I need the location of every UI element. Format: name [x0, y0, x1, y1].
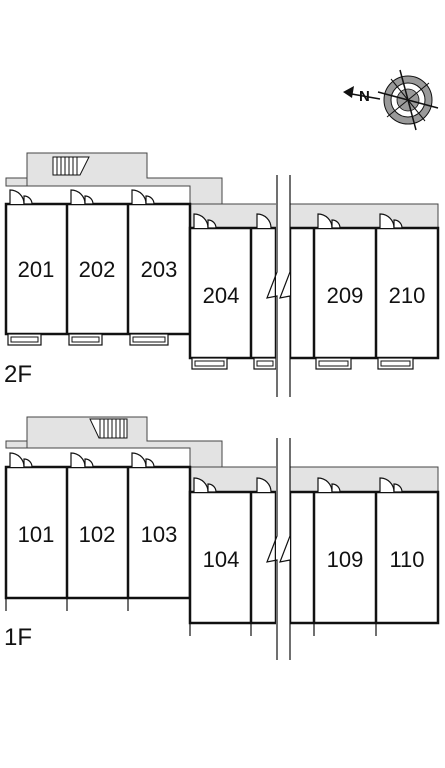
room-101: 101: [18, 522, 55, 547]
floor-2f: 201 202 203 204 209 210 2F: [4, 152, 440, 397]
terrace-fences-1f: [5, 597, 438, 636]
room-210: 210: [389, 283, 426, 308]
break-line-1f: [266, 438, 291, 660]
room-203: 203: [141, 257, 178, 282]
balconies-2f: [7, 333, 414, 370]
room-104: 104: [203, 547, 240, 572]
room-204: 204: [203, 283, 240, 308]
floor-1f: 101 102 103 104 109 110 1F: [4, 416, 440, 660]
floor-label-1f: 1F: [4, 624, 32, 651]
room-102: 102: [79, 522, 116, 547]
room-201: 201: [18, 257, 55, 282]
unit-block-right-1f: [288, 490, 440, 625]
stairs-1f: [89, 418, 128, 439]
doors-2f: [9, 189, 403, 229]
floor-label-2f: 2F: [4, 361, 32, 388]
unit-block-mid-2f: [188, 226, 278, 360]
room-103: 103: [141, 522, 178, 547]
room-209: 209: [327, 283, 364, 308]
room-109: 109: [327, 547, 364, 572]
unit-block-right-2f: [288, 226, 440, 360]
room-110: 110: [389, 547, 424, 572]
stairs-2f: [52, 156, 90, 176]
compass-north-label: N: [359, 88, 370, 105]
room-202: 202: [79, 257, 116, 282]
unit-block-left-1f: [4, 465, 192, 600]
doors-1f: [9, 452, 403, 493]
unit-block-mid-1f: [188, 490, 278, 625]
compass-rose-icon: N: [343, 69, 439, 131]
break-line-2f: [266, 175, 291, 397]
